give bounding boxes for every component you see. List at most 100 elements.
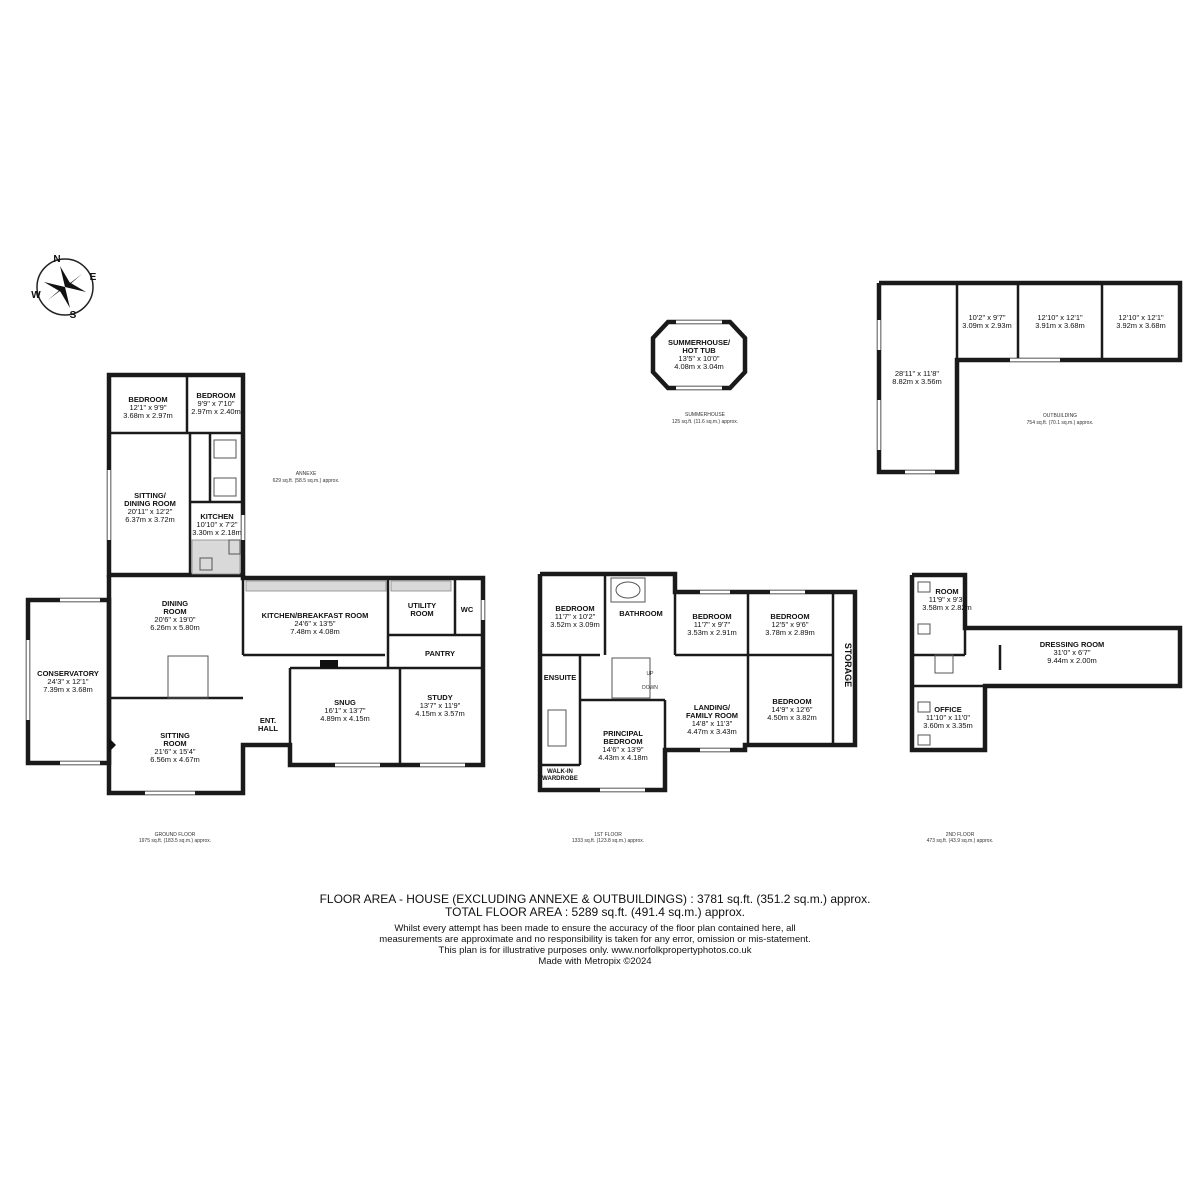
outbuilding-2-metric: 3.09m x 2.93m [962,321,1012,330]
annexe-dining-label: DINING ROOM [124,499,176,508]
f2-room-label: ROOM [935,587,958,596]
annexe-caption: ANNEXE [296,471,317,477]
total-floor-area: TOTAL FLOOR AREA : 5289 sq.ft. (491.4 sq… [445,905,745,919]
summerhouse-area: 125 sq.ft. (11.6 sq.m.) approx. [672,419,738,425]
disclaimer-line-2: measurements are approximate and no resp… [379,934,810,945]
annexe-plan: BEDROOM 12'1" x 9'9" 3.68m x 2.97m BEDRO… [106,372,340,578]
outbuilding-4-imperial: 12'10" x 12'1" [1118,313,1164,322]
dining-room-label: DINING [162,599,188,608]
f1-landing-label-2: FAMILY ROOM [686,711,738,720]
annexe-area: 629 sq.ft. (58.5 sq.m.) approx. [273,478,340,484]
f2-office-label: OFFICE [934,705,962,714]
study-metric: 4.15m x 3.57m [415,709,465,718]
disclaimer-line-3: This plan is for illustrative purposes o… [439,945,752,956]
sitting-room-label: SITTING [160,731,190,740]
first-floor-caption: 1ST FLOOR [594,832,622,838]
f1-principal-imperial: 14'6" x 13'9" [602,745,643,754]
annexe-bedroom-2-imperial: 9'9" x 7'10" [198,399,235,408]
annexe-bedroom-2-metric: 2.97m x 2.40m [191,407,241,416]
snug-imperial: 16'1" x 13'7" [324,706,365,715]
outbuilding-caption: OUTBUILDING [1043,413,1077,419]
annexe-sitting-imperial: 20'11" x 12'2" [128,507,173,516]
entrance-hall-label: ENT. [260,716,276,725]
snug-metric: 4.89m x 4.15m [320,714,370,723]
conservatory-label: CONSERVATORY [37,669,99,678]
second-floor-caption: 2ND FLOOR [946,832,975,838]
utility-room-label: UTILITY [408,601,436,610]
f1-bedroom-c-imperial: 12'5" x 9'6" [772,620,809,629]
disclaimer-line-1: Whilst every attempt has been made to en… [394,923,795,934]
summerhouse-caption: SUMMERHOUSE [685,412,726,418]
outbuilding-1-imperial: 28'11" x 11'8" [895,369,940,378]
f1-bedroom-d-imperial: 14'9" x 12'6" [771,705,812,714]
summerhouse-label: SUMMERHOUSE/ [668,338,731,347]
f1-bedroom-d-metric: 4.50m x 3.82m [767,713,817,722]
annexe-sitting-metric: 6.37m x 3.72m [125,515,175,524]
made-with-credit: Made with Metropix ©2024 [538,956,651,967]
f1-principal-label: PRINCIPAL [603,729,643,738]
summerhouse-plan: SUMMERHOUSE/ HOT TUB 13'5" x 10'0" 4.08m… [650,319,748,425]
sitting-room-imperial: 21'6" x 15'4" [154,747,195,756]
compass-south-label: S [70,310,77,321]
f1-bedroom-a-imperial: 11'7" x 10'2" [555,612,596,621]
f1-landing-imperial: 14'8" x 11'3" [692,719,733,728]
wc-label: WC [461,605,474,614]
outbuilding-area: 754 sq.ft. (70.1 sq.m.) approx. [1027,420,1094,426]
outbuilding-3-imperial: 12'10" x 12'1" [1037,313,1083,322]
f1-walkin-label: WALK-IN [547,769,573,775]
dining-room-label-2: ROOM [163,607,186,616]
dining-room-metric: 6.26m x 5.80m [150,623,200,632]
outbuilding-plan: 28'11" x 11'8" 8.82m x 3.56m 10'2" x 9'7… [876,280,1183,475]
f2-dressing-metric: 9.44m x 2.00m [1047,656,1097,665]
ground-floor-plan: DINING ROOM 20'6" x 19'0" 6.26m x 5.80m … [25,575,486,844]
entrance-hall-label-2: HALL [258,724,278,733]
first-floor-area: 1333 sq.ft. (123.8 sq.m.) approx. [572,838,644,844]
f1-bedroom-c-label: BEDROOM [770,612,809,621]
f1-stairs-down: DOWN [642,685,658,691]
sitting-room-label-2: ROOM [163,739,186,748]
f1-principal-label-2: BEDROOM [603,737,642,746]
f1-walkin-label-2: WARDROBE [542,776,578,782]
compass-west-label: W [31,290,41,301]
f2-dressing-imperial: 31'0" x 6'7" [1054,648,1091,657]
annexe-kitchen-label: KITCHEN [200,512,233,521]
f1-bedroom-b-metric: 3.53m x 2.91m [687,628,737,637]
f1-bedroom-a-metric: 3.52m x 3.09m [550,620,600,629]
outbuilding-3-metric: 3.91m x 3.68m [1035,321,1085,330]
f1-principal-metric: 4.43m x 4.18m [598,753,648,762]
f1-landing-metric: 4.47m x 3.43m [687,727,737,736]
f2-dressing-label: DRESSING ROOM [1040,640,1105,649]
annexe-sitting-label: SITTING/ [134,491,167,500]
f2-office-imperial: 11'10" x 11'0" [926,713,971,722]
conservatory-metric: 7.39m x 3.68m [43,685,93,694]
outbuilding-4-metric: 3.92m x 3.68m [1116,321,1166,330]
f1-bedroom-a-label: BEDROOM [555,604,594,613]
annexe-bedroom-1-metric: 3.68m x 2.97m [123,411,173,420]
footer: FLOOR AREA - HOUSE (EXCLUDING ANNEXE & O… [320,892,871,967]
sitting-room-metric: 6.56m x 4.67m [150,755,200,764]
f1-bedroom-b-imperial: 11'7" x 9'7" [694,620,731,629]
second-floor-plan: ROOM 11'9" x 9'3" 3.58m x 2.82m DRESSING… [909,572,1183,844]
f1-bathroom-label: BATHROOM [619,609,663,618]
dining-room-imperial: 20'6" x 19'0" [154,615,195,624]
ground-floor-area: 1975 sq.ft. (183.5 sq.m.) approx. [139,838,211,844]
compass-north-label: N [53,254,60,265]
ground-floor-caption: GROUND FLOOR [155,832,196,838]
study-imperial: 13'7" x 11'9" [420,701,461,710]
f1-bedroom-c-metric: 3.78m x 2.89m [765,628,815,637]
house-floor-area: FLOOR AREA - HOUSE (EXCLUDING ANNEXE & O… [320,892,871,906]
kitchen-label: KITCHEN/BREAKFAST ROOM [262,611,369,620]
f1-bedroom-b-label: BEDROOM [692,612,731,621]
f1-landing-label: LANDING/ [694,703,731,712]
utility-room-label-2: ROOM [410,609,433,618]
annexe-kitchen-imperial: 10'10" x 7'2" [196,520,237,529]
kitchen-metric: 7.48m x 4.08m [290,627,340,636]
summerhouse-metric: 4.08m x 3.04m [674,362,724,371]
kitchen-imperial: 24'6" x 13'5" [294,619,335,628]
snug-label: SNUG [334,698,356,707]
pantry-label: PANTRY [425,649,455,658]
conservatory-imperial: 24'3" x 12'1" [47,677,88,686]
f2-room-imperial: 11'9" x 9'3" [929,595,966,604]
annexe-bedroom-2-label: BEDROOM [196,391,235,400]
